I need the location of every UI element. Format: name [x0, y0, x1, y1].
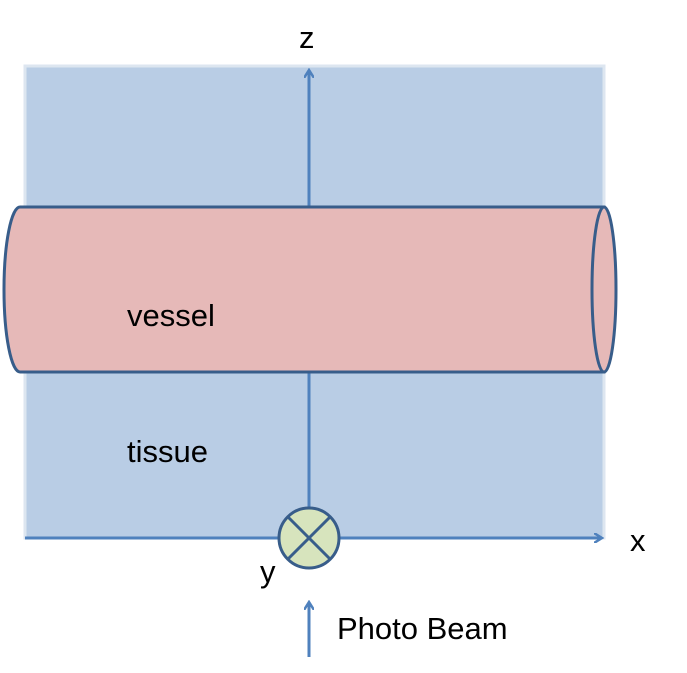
x-axis-label: x [630, 523, 646, 558]
photo-beam-label: Photo Beam [337, 611, 508, 646]
vessel-cylinder [2, 205, 606, 374]
z-axis-label: z [299, 20, 315, 55]
y-axis-marker [277, 506, 341, 570]
vessel-label: vessel [127, 298, 215, 333]
tissue-label: tissue [127, 434, 208, 469]
y-axis-label: y [260, 554, 276, 589]
vessel-end-cap [590, 205, 618, 374]
